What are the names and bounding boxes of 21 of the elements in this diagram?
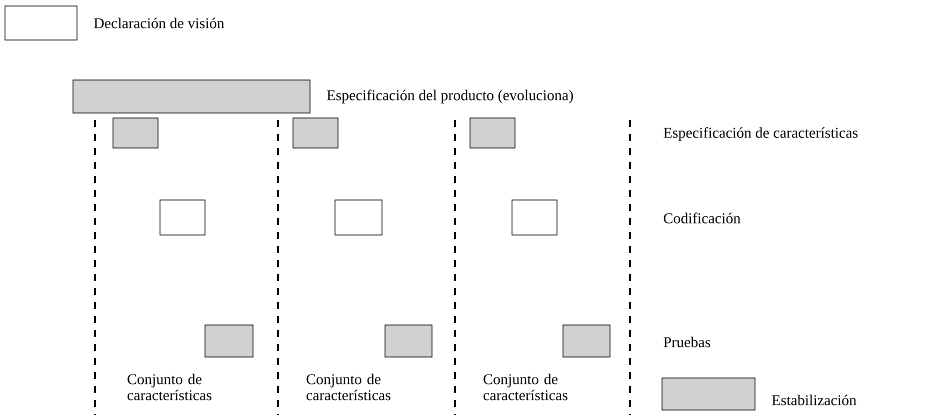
empty-box bbox=[160, 200, 206, 236]
row-label: Especificación de características bbox=[664, 127, 858, 141]
shaded-box bbox=[384, 324, 432, 358]
empty-box bbox=[334, 200, 382, 236]
empty-box bbox=[4, 6, 78, 40]
box-caption: Especificación del producto (evoluciona) bbox=[327, 90, 573, 104]
box-caption: Declaración de visión bbox=[94, 18, 224, 28]
shaded-box bbox=[112, 118, 158, 148]
shaded-box bbox=[662, 378, 756, 410]
shaded-box bbox=[72, 80, 310, 114]
row-label: Codificación bbox=[664, 212, 740, 224]
shaded-box bbox=[292, 118, 338, 148]
column-label: Conjunto de características bbox=[128, 374, 212, 400]
shaded-box bbox=[470, 118, 516, 148]
box-caption: Estabilización bbox=[772, 394, 856, 406]
row-label: Pruebas bbox=[664, 336, 710, 348]
empty-box bbox=[512, 200, 558, 236]
shaded-box bbox=[204, 324, 254, 358]
column-label: Conjunto de características bbox=[306, 374, 390, 400]
column-label: Conjunto de características bbox=[484, 374, 568, 400]
shaded-box bbox=[562, 324, 610, 358]
